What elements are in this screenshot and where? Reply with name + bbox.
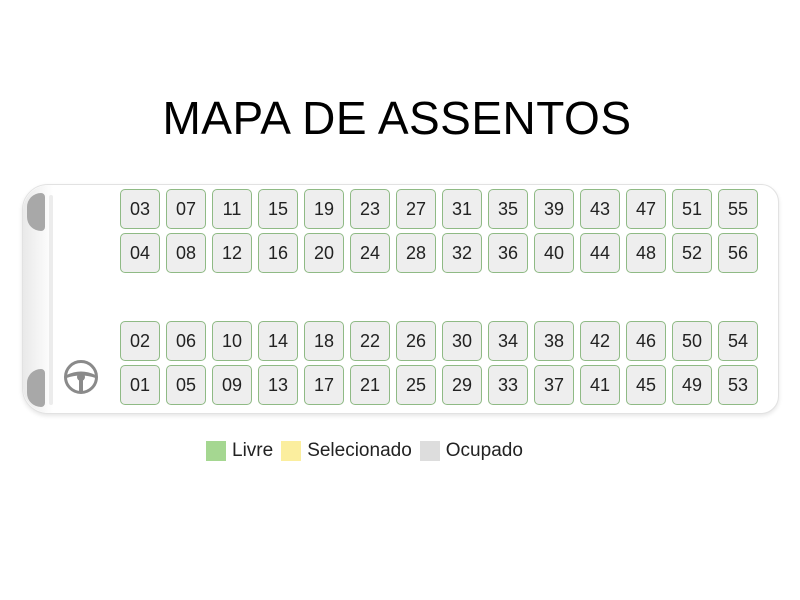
seat-17[interactable]: 17	[304, 365, 344, 405]
windshield	[49, 195, 53, 405]
legend-label-selected: Selecionado	[307, 440, 412, 461]
seat-44[interactable]: 44	[580, 233, 620, 273]
steering-wheel-icon	[64, 360, 98, 394]
seat-27[interactable]: 27	[396, 189, 436, 229]
seat-12[interactable]: 12	[212, 233, 252, 273]
seat-49[interactable]: 49	[672, 365, 712, 405]
page-title: MAPA DE ASSENTOS	[162, 92, 632, 144]
seat-15[interactable]: 15	[258, 189, 298, 229]
seat-31[interactable]: 31	[442, 189, 482, 229]
seat-29[interactable]: 29	[442, 365, 482, 405]
seat-22[interactable]: 22	[350, 321, 390, 361]
seat-43[interactable]: 43	[580, 189, 620, 229]
seat-37[interactable]: 37	[534, 365, 574, 405]
seat-56[interactable]: 56	[718, 233, 758, 273]
seat-02[interactable]: 02	[120, 321, 160, 361]
seat-48[interactable]: 48	[626, 233, 666, 273]
seat-42[interactable]: 42	[580, 321, 620, 361]
seat-35[interactable]: 35	[488, 189, 528, 229]
seat-01[interactable]: 01	[120, 365, 160, 405]
legend-swatch-selected	[281, 441, 302, 461]
seat-55[interactable]: 55	[718, 189, 758, 229]
seat-32[interactable]: 32	[442, 233, 482, 273]
seat-19[interactable]: 19	[304, 189, 344, 229]
seat-21[interactable]: 21	[350, 365, 390, 405]
seat-33[interactable]: 33	[488, 365, 528, 405]
legend-item-free: Livre	[206, 440, 273, 462]
seat-30[interactable]: 30	[442, 321, 482, 361]
right-mirror	[27, 369, 45, 407]
seat-10[interactable]: 10	[212, 321, 252, 361]
seat-16[interactable]: 16	[258, 233, 298, 273]
seat-46[interactable]: 46	[626, 321, 666, 361]
seat-45[interactable]: 45	[626, 365, 666, 405]
legend-item-occupied: Ocupado	[419, 440, 523, 462]
legend-item-selected: Selecionado	[281, 440, 412, 462]
legend-label-occupied: Ocupado	[445, 440, 523, 461]
seat-09[interactable]: 09	[212, 365, 252, 405]
seat-18[interactable]: 18	[304, 321, 344, 361]
seat-36[interactable]: 36	[488, 233, 528, 273]
seat-40[interactable]: 40	[534, 233, 574, 273]
seat-20[interactable]: 20	[304, 233, 344, 273]
seat-11[interactable]: 11	[212, 189, 252, 229]
seat-03[interactable]: 03	[120, 189, 160, 229]
seat-28[interactable]: 28	[396, 233, 436, 273]
seat-05[interactable]: 05	[166, 365, 206, 405]
seat-38[interactable]: 38	[534, 321, 574, 361]
seat-23[interactable]: 23	[350, 189, 390, 229]
legend-swatch-free	[206, 441, 226, 461]
seat-25[interactable]: 25	[396, 365, 436, 405]
seat-41[interactable]: 41	[580, 365, 620, 405]
seat-47[interactable]: 47	[626, 189, 666, 229]
left-mirror	[27, 193, 45, 231]
seat-07[interactable]: 07	[166, 189, 206, 229]
seat-08[interactable]: 08	[166, 233, 206, 273]
seat-39[interactable]: 39	[534, 189, 574, 229]
legend: Livre Selecionado Ocupado	[206, 440, 531, 462]
legend-label-free: Livre	[232, 440, 274, 461]
seat-13[interactable]: 13	[258, 365, 298, 405]
legend-swatch-occupied	[419, 441, 440, 461]
seat-54[interactable]: 54	[718, 321, 758, 361]
seat-04[interactable]: 04	[120, 233, 160, 273]
seat-24[interactable]: 24	[350, 233, 390, 273]
seat-34[interactable]: 34	[488, 321, 528, 361]
seat-26[interactable]: 26	[396, 321, 436, 361]
seat-52[interactable]: 52	[672, 233, 712, 273]
seat-14[interactable]: 14	[258, 321, 298, 361]
seat-53[interactable]: 53	[718, 365, 758, 405]
seat-50[interactable]: 50	[672, 321, 712, 361]
seat-06[interactable]: 06	[166, 321, 206, 361]
seat-51[interactable]: 51	[672, 189, 712, 229]
